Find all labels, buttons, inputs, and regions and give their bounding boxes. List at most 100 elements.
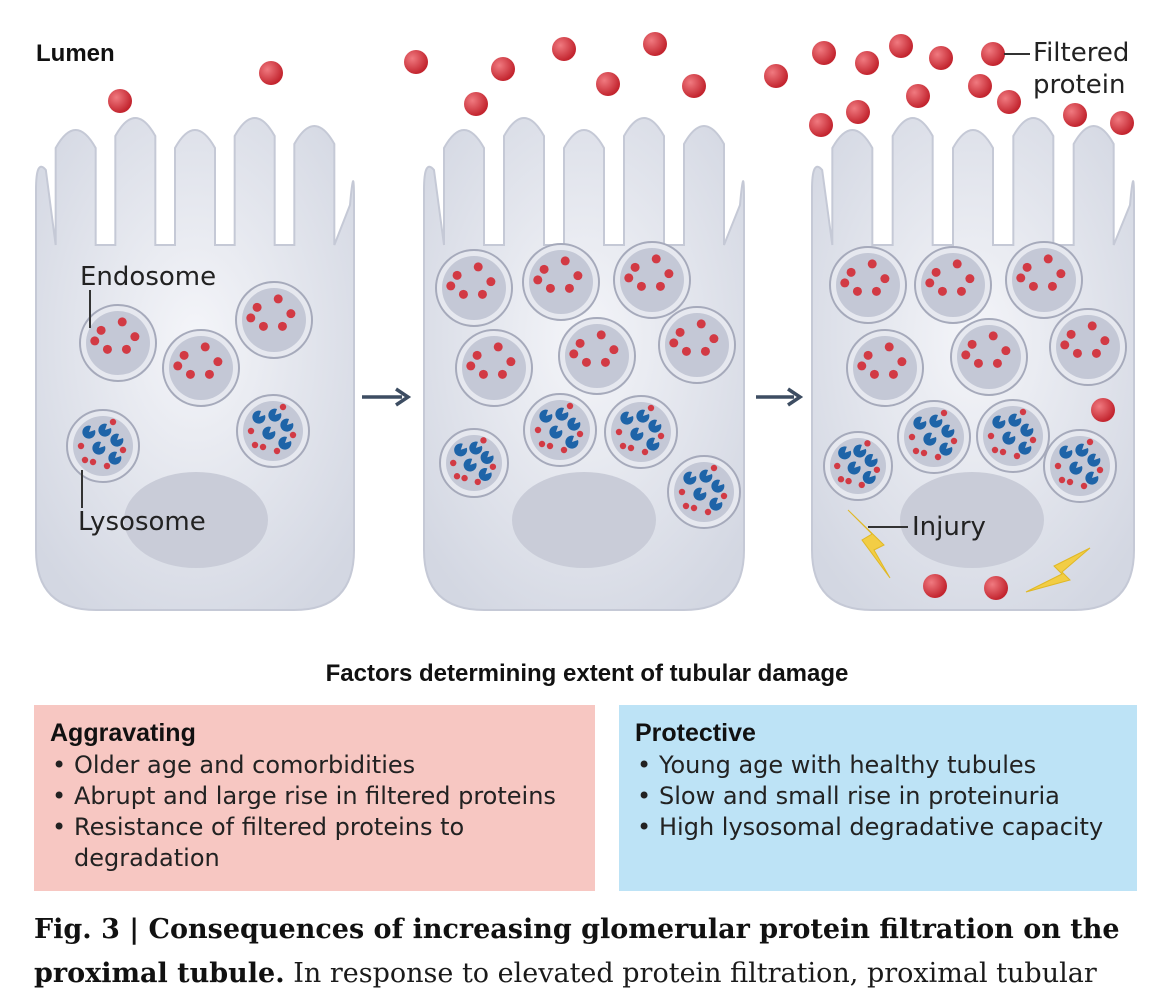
fragment-dot [103, 462, 111, 470]
enzyme-icon [683, 471, 697, 485]
fragment-dot [991, 446, 999, 454]
endosome [1005, 241, 1083, 319]
filtered-protein [968, 74, 992, 98]
bullet-icon: • [637, 813, 652, 841]
protein-dot [897, 357, 907, 367]
filtered-protein [855, 51, 879, 75]
filtered-protein [906, 84, 930, 108]
enzyme-icon [648, 419, 662, 433]
vesicle-layer [66, 241, 1127, 529]
protein-dot [1028, 281, 1038, 291]
protein-dot [564, 283, 574, 293]
fragment-dot [77, 442, 85, 450]
fragment-dot [247, 427, 255, 435]
enzyme-icon [699, 469, 713, 483]
lysosome [236, 394, 310, 468]
fragment-dot [534, 426, 542, 434]
enzyme-icon [252, 410, 266, 424]
filtered-protein [1063, 103, 1087, 127]
lysosome [604, 395, 678, 469]
protein-dot [200, 342, 210, 352]
endosome [435, 249, 513, 327]
enzyme-icon [478, 467, 492, 481]
aggravating-heading: Aggravating [50, 719, 196, 747]
fragment-dot [1054, 462, 1062, 470]
protein-dot [840, 278, 850, 288]
enzyme-icon [929, 414, 943, 428]
tubule-diagram [35, 32, 1135, 611]
protein-layer [108, 32, 1134, 600]
enzyme-icon [92, 441, 106, 455]
protein-dot [956, 286, 966, 296]
protein-dot [573, 271, 583, 281]
bullet-icon: • [637, 751, 652, 779]
fragment-dot [627, 444, 635, 452]
filtered-protein [923, 574, 947, 598]
protein-dot [925, 278, 935, 288]
fragment-dot [647, 404, 655, 412]
injury-label: Injury [912, 512, 986, 542]
endosome [613, 241, 691, 319]
fragment-dot [912, 447, 920, 455]
filtered-protein [404, 50, 428, 74]
filtered-protein [764, 64, 788, 88]
fragment-dot [560, 446, 568, 454]
fragment-dot [1029, 436, 1037, 444]
protein-dot [863, 350, 873, 360]
lightning-bolt-icon [1025, 547, 1091, 593]
list-item: •Slow and small rise in proteinuria [635, 781, 1121, 812]
filtered-protein [889, 34, 913, 58]
fragment-dot [251, 441, 259, 449]
fragment-dot [474, 478, 481, 486]
fragment-dot [273, 447, 281, 455]
filtered-protein [1110, 111, 1134, 135]
fragment-dot [934, 453, 942, 461]
fragment-dot [279, 403, 287, 411]
fragment-dot [109, 418, 117, 426]
protein-dot [871, 286, 881, 296]
enzyme-icon [98, 423, 112, 437]
nucleus-2 [512, 472, 656, 568]
protective-heading: Protective [635, 719, 756, 747]
protein-dot [117, 317, 127, 327]
protein-dot [277, 321, 287, 331]
enzyme-icon [941, 424, 955, 438]
fragment-dot [1080, 482, 1088, 490]
list-item: •Abrupt and large rise in filtered prote… [50, 781, 579, 812]
enzyme-icon [1018, 441, 1032, 455]
enzyme-icon [636, 409, 650, 423]
list-item-text: Young age with healthy tubules [659, 751, 1037, 779]
protein-dot [630, 262, 640, 272]
protein-dot [1091, 348, 1101, 358]
protein-dot [1056, 269, 1066, 279]
protein-dot [675, 327, 685, 337]
protein-dot [937, 286, 947, 296]
protein-dot [669, 338, 679, 348]
protein-dot [965, 274, 975, 284]
endosome [558, 317, 636, 395]
fragment-dot [873, 466, 881, 473]
aggravating-list: •Older age and comorbidities •Abrupt and… [50, 750, 579, 874]
enzyme-icon [620, 411, 634, 425]
arrow-head-icon [395, 387, 412, 407]
filtered-protein [997, 90, 1021, 114]
fragment-dot [259, 443, 267, 451]
caption-title: Fig. 3 | Consequences of increasing glom… [34, 914, 1120, 989]
filtered-protein-label-line1: Filtered [1033, 38, 1130, 68]
protein-dot [651, 254, 661, 264]
protein-dot [1022, 262, 1032, 272]
fragment-dot [1096, 466, 1104, 474]
enzyme-icon [847, 461, 861, 475]
protein-dot [596, 330, 606, 340]
endosome [235, 281, 313, 359]
arrow-head-icon [787, 387, 804, 407]
enzyme-icon [709, 497, 723, 511]
fragment-dot [940, 409, 948, 417]
bullet-icon: • [637, 782, 652, 810]
protein-dot [961, 350, 971, 360]
nucleus-1 [124, 472, 268, 568]
protein-dot [600, 357, 610, 367]
fragment-dot [720, 492, 728, 500]
endosome [829, 246, 907, 324]
lightning-bolt-icon [847, 509, 891, 579]
